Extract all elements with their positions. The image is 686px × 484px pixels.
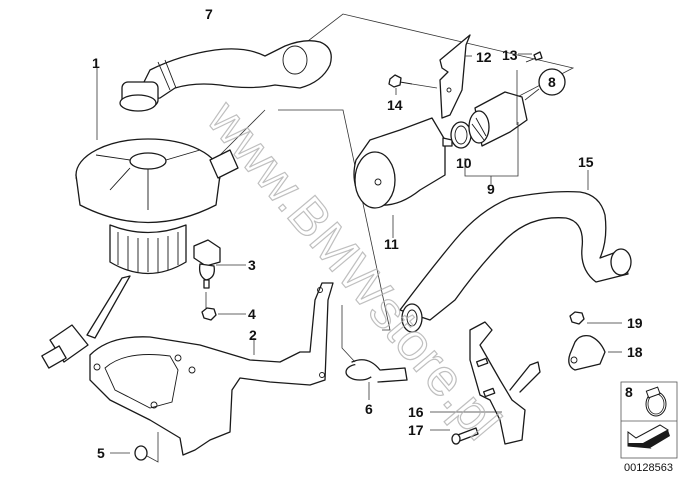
callout-14[interactable]: 14 xyxy=(387,97,403,113)
callout-1[interactable]: 1 xyxy=(92,55,100,71)
part-6-hose-clamp[interactable] xyxy=(341,305,408,400)
callout-16[interactable]: 16 xyxy=(408,404,424,420)
callout-6[interactable]: 6 xyxy=(365,401,373,417)
callout-3[interactable]: 3 xyxy=(248,257,256,273)
part-8-circled-callout[interactable] xyxy=(524,68,566,101)
part-15-pressure-hose[interactable] xyxy=(399,170,632,333)
callout-17[interactable]: 17 xyxy=(408,422,424,438)
hose-clamp-icon xyxy=(645,386,667,417)
legend-box: 8 xyxy=(620,381,678,459)
part-11-air-valve[interactable] xyxy=(353,117,453,238)
callout-12[interactable]: 12 xyxy=(476,49,492,65)
part-16-support-bracket[interactable] xyxy=(430,321,541,445)
callout-10[interactable]: 10 xyxy=(456,155,472,171)
part-10-o-ring[interactable] xyxy=(450,121,472,149)
callout-4[interactable]: 4 xyxy=(248,306,256,322)
part-18-clip[interactable] xyxy=(568,334,622,371)
callout-5[interactable]: 5 xyxy=(97,445,105,461)
part-5-grommet-nut[interactable] xyxy=(110,432,159,463)
part-17-bolt[interactable] xyxy=(430,427,479,445)
part-12-bracket[interactable] xyxy=(439,34,472,119)
callout-11[interactable]: 11 xyxy=(384,236,399,252)
part-7-intake-hose[interactable] xyxy=(119,40,332,112)
direction-arrow-icon xyxy=(627,424,670,449)
part-2-bracket[interactable] xyxy=(89,282,334,456)
part-13-screw[interactable] xyxy=(516,51,543,125)
part-4-nut[interactable] xyxy=(201,292,246,321)
part-3-rubber-mount[interactable] xyxy=(193,239,246,289)
legend-number: 8 xyxy=(625,384,633,400)
callout-18[interactable]: 18 xyxy=(627,344,643,360)
part-19-nut[interactable] xyxy=(569,311,622,325)
part-1-air-pump[interactable] xyxy=(41,68,239,369)
callout-8-circled[interactable]: 8 xyxy=(548,74,556,90)
callout-15[interactable]: 15 xyxy=(578,154,594,170)
callout-2[interactable]: 2 xyxy=(249,327,257,343)
document-number: 00128563 xyxy=(624,462,673,474)
callout-13[interactable]: 13 xyxy=(502,47,518,63)
callout-7[interactable]: 7 xyxy=(205,6,213,22)
part-14-bolt[interactable] xyxy=(388,74,438,95)
part-9-valve-assembly[interactable] xyxy=(464,91,528,184)
callout-labels: 1 2 3 4 5 6 7 8 9 10 11 12 13 14 15 16 1… xyxy=(92,6,643,461)
callout-9[interactable]: 9 xyxy=(487,181,495,197)
callout-19[interactable]: 19 xyxy=(627,315,643,331)
